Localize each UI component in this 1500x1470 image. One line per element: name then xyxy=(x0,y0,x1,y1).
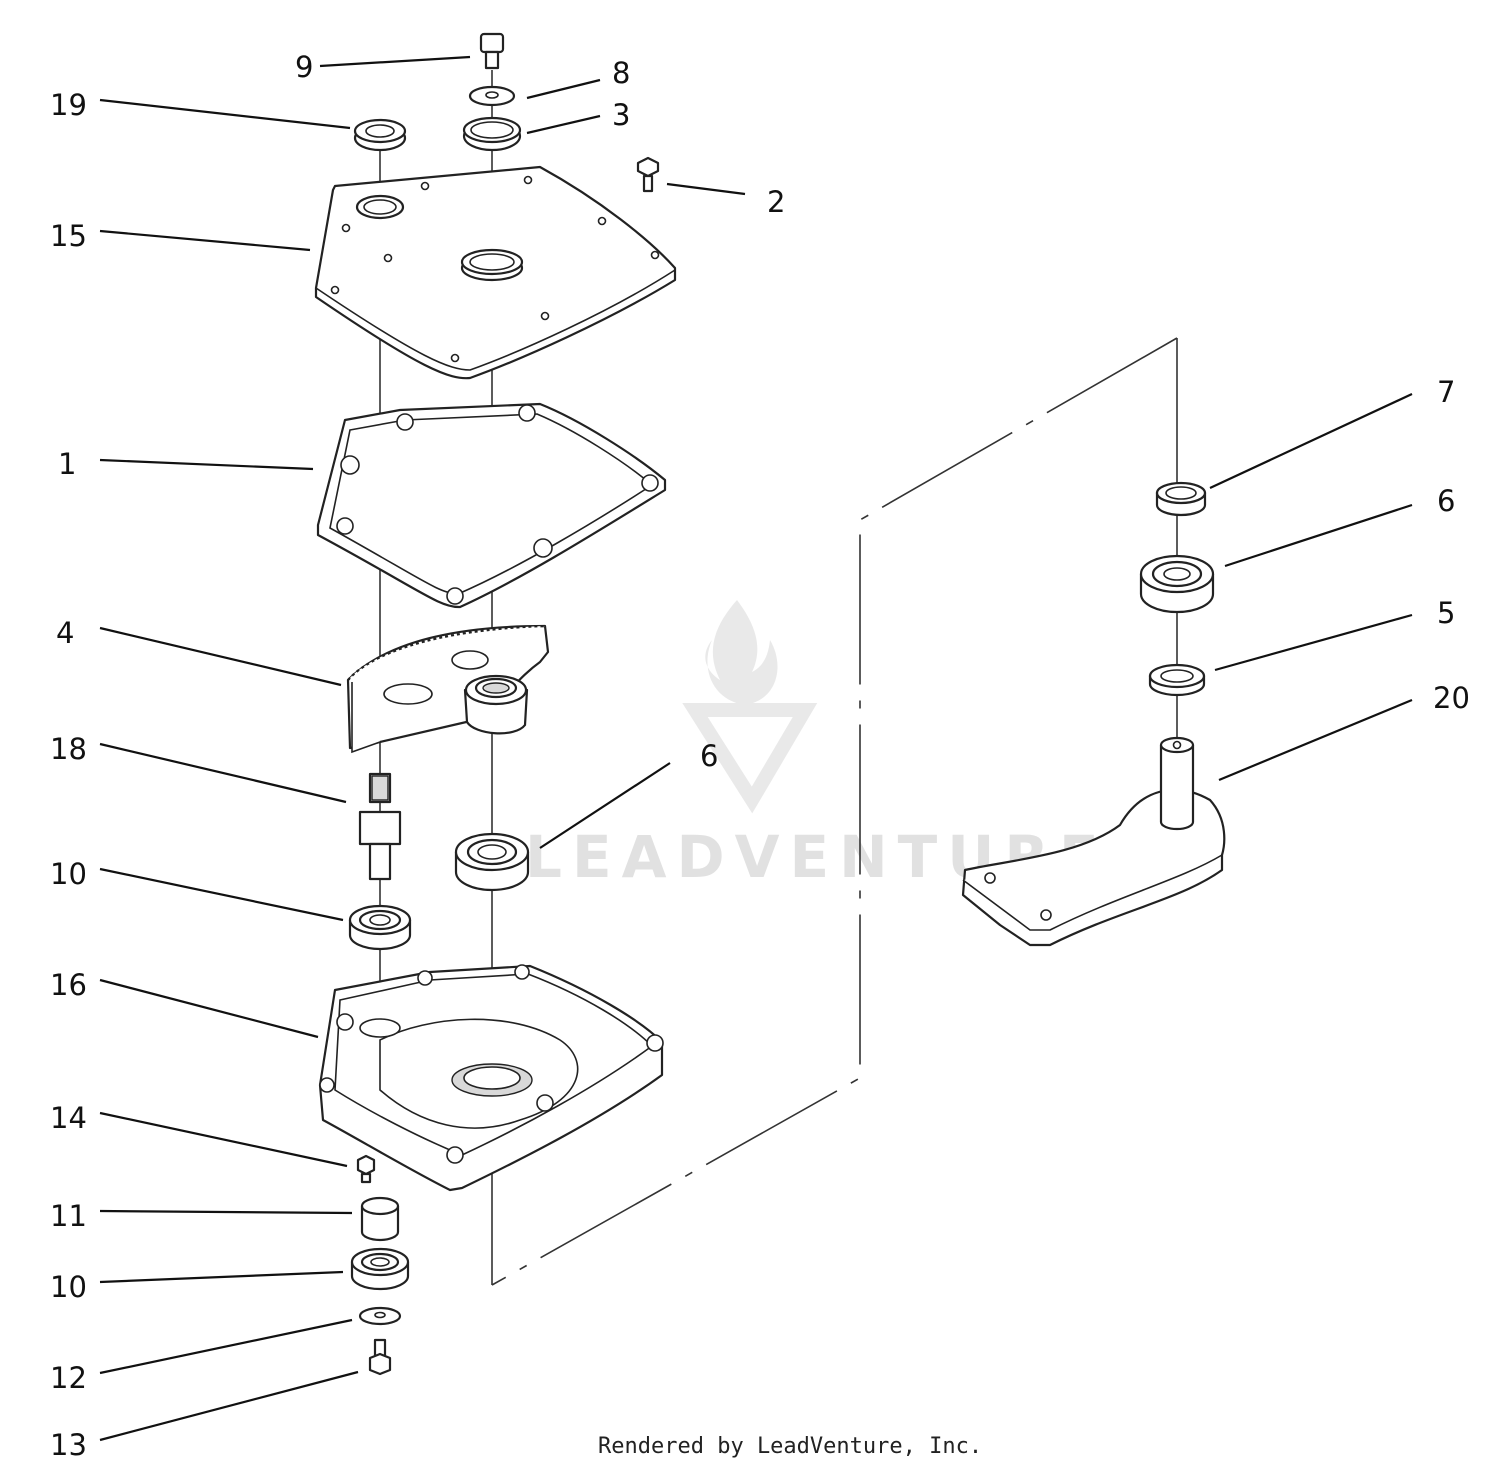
leader-6-center xyxy=(539,762,671,849)
part-14-grease-fitting xyxy=(356,1154,376,1184)
callout-4: 4 xyxy=(56,616,74,650)
part-10-bearing-upper xyxy=(348,904,412,951)
callout-5: 5 xyxy=(1437,596,1455,630)
callout-2: 2 xyxy=(767,185,785,219)
leader-7 xyxy=(1209,393,1413,489)
leader-20 xyxy=(1218,698,1413,782)
part-8-washer xyxy=(468,85,516,107)
callout-1: 1 xyxy=(58,447,76,481)
leader-lines xyxy=(99,55,1413,1442)
leadventure-watermark-logo xyxy=(682,600,818,814)
part-12-washer xyxy=(358,1306,402,1326)
leader-14 xyxy=(99,1111,348,1168)
leader-12 xyxy=(99,1318,353,1375)
leader-6-right xyxy=(1224,503,1413,568)
part-1-gasket xyxy=(316,402,667,609)
leader-9 xyxy=(319,55,471,68)
part-6-bearing-right xyxy=(1139,554,1215,614)
leader-8 xyxy=(526,78,601,100)
part-2-screw xyxy=(636,156,660,193)
part-5-washer xyxy=(1148,663,1206,697)
leader-10-lower xyxy=(99,1270,344,1284)
part-3-seal-ring xyxy=(462,116,522,152)
callout-3: 3 xyxy=(612,98,630,132)
callout-labels: 9 8 19 3 2 15 1 4 18 6 10 16 14 11 10 12… xyxy=(50,50,1470,1462)
leader-5 xyxy=(1214,613,1413,672)
leader-15 xyxy=(99,229,311,252)
part-4-sector-gear xyxy=(346,624,550,754)
leader-2 xyxy=(666,182,746,196)
callout-7: 7 xyxy=(1437,375,1455,409)
leader-13 xyxy=(99,1370,359,1442)
callout-6-center: 6 xyxy=(700,739,718,773)
part-9-bolt xyxy=(479,32,505,70)
leader-3 xyxy=(526,114,601,135)
part-6-bearing-center xyxy=(454,832,530,892)
leader-19 xyxy=(99,98,351,130)
part-16-gear-case xyxy=(318,964,664,1192)
part-10-bearing-lower xyxy=(350,1247,410,1291)
leader-1 xyxy=(99,458,314,471)
callout-20: 20 xyxy=(1433,681,1470,715)
callout-12: 12 xyxy=(50,1361,87,1395)
leader-4 xyxy=(99,626,342,687)
callout-6-right: 6 xyxy=(1437,484,1455,518)
callout-15: 15 xyxy=(50,219,87,253)
part-18-pinion-shaft xyxy=(358,772,402,881)
leader-11 xyxy=(99,1209,353,1215)
part-15-cover-plate xyxy=(314,165,677,380)
assembly-reference-line xyxy=(491,337,1178,1286)
callout-11: 11 xyxy=(50,1199,87,1233)
leader-16 xyxy=(99,978,319,1039)
callout-18: 18 xyxy=(50,732,87,766)
callout-9: 9 xyxy=(295,50,313,84)
leader-18 xyxy=(99,742,347,804)
callout-8: 8 xyxy=(612,56,630,90)
leader-10-upper xyxy=(99,867,344,922)
callout-10-upper: 10 xyxy=(50,857,87,891)
part-11-spacer xyxy=(360,1196,400,1242)
callout-13: 13 xyxy=(50,1428,87,1462)
callout-14: 14 xyxy=(50,1101,87,1135)
part-19-seal xyxy=(353,118,407,152)
render-credit: Rendered by LeadVenture, Inc. xyxy=(598,1434,982,1459)
callout-19: 19 xyxy=(50,88,87,122)
part-20-arm xyxy=(961,736,1226,947)
callout-10-lower: 10 xyxy=(50,1270,87,1304)
part-7-bushing xyxy=(1155,481,1207,517)
part-13-bolt xyxy=(368,1338,392,1376)
callout-16: 16 xyxy=(50,968,87,1002)
